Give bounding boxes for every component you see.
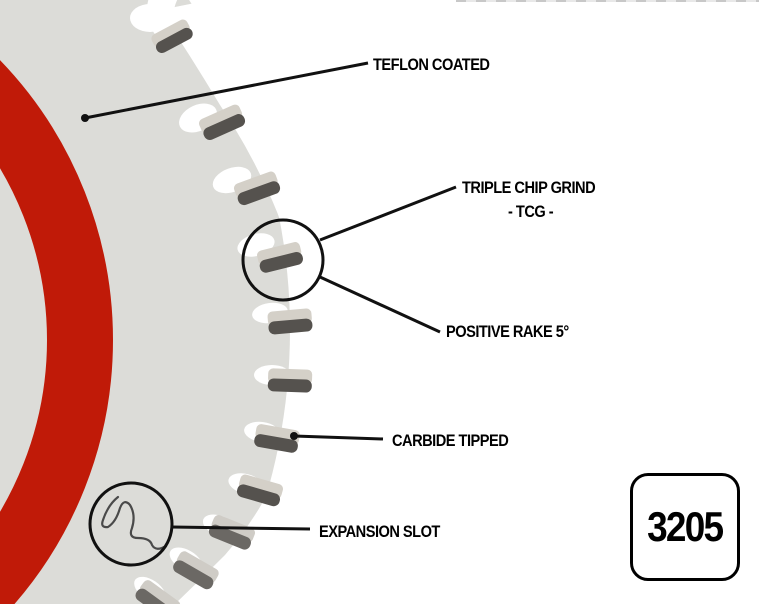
label-carbide-tipped: CARBIDE TIPPED: [392, 431, 509, 450]
leader-lines: [84, 61, 457, 531]
slot-callout-circle: [88, 481, 174, 567]
carbide-teeth: [135, 19, 313, 604]
label-positive-rake: POSITIVE RAKE 5°: [446, 322, 569, 341]
teflon-pointer-dot: [81, 114, 89, 122]
tcg-callout-circle: [241, 218, 325, 302]
model-number: 3205: [647, 503, 724, 550]
top-edge-strip: [456, 0, 759, 2]
label-expansion-slot: EXPANSION SLOT: [319, 522, 440, 541]
expansion-slot-shape: [101, 495, 168, 550]
label-tcg: - TCG -: [508, 202, 554, 221]
carbide-pointer-dot: [290, 432, 298, 440]
label-triple-chip-grind: TRIPLE CHIP GRIND: [462, 178, 596, 197]
model-number-badge: 3205: [630, 473, 740, 581]
label-teflon-coated: TEFLON COATED: [373, 55, 490, 74]
red-ring: [0, 60, 113, 604]
